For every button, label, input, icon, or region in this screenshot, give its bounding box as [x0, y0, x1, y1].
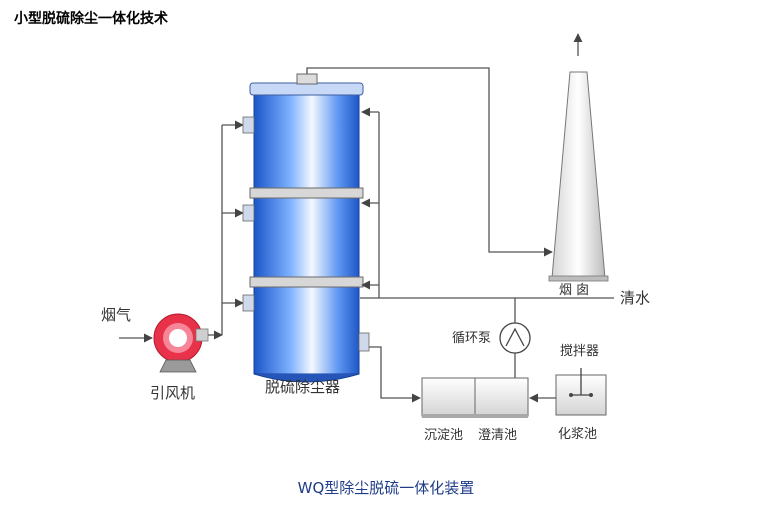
scrubber-tower	[242, 73, 370, 383]
slurry-tank	[555, 368, 607, 416]
flue-gas-label: 烟气	[101, 306, 131, 324]
clean-water-label: 清水	[620, 289, 650, 307]
gas-outlet-pipe	[306, 67, 553, 257]
settling-clarifying-tanks	[421, 377, 529, 418]
agitator-label: 搅拌器	[560, 343, 599, 359]
diagram-caption: WQ型除尘脱硫一体化装置	[297, 479, 475, 497]
chimney-label: 烟 囱	[559, 283, 589, 298]
chimney	[548, 71, 609, 282]
tower-drain-pipe	[369, 346, 421, 403]
circulation-pump-label: 循环泵	[452, 331, 491, 346]
fan-label: 引风机	[150, 384, 195, 402]
page-title: 小型脱硫除尘一体化技术	[14, 11, 168, 27]
clarifying-tank-label: 澄清池	[478, 428, 517, 443]
slurry-tank-label: 化浆池	[558, 427, 597, 442]
fan-icon	[153, 313, 209, 373]
circulation-pump-icon	[499, 322, 531, 354]
settling-tank-label: 沉淀池	[424, 428, 463, 443]
scrubber-label: 脱硫除尘器	[265, 378, 340, 396]
